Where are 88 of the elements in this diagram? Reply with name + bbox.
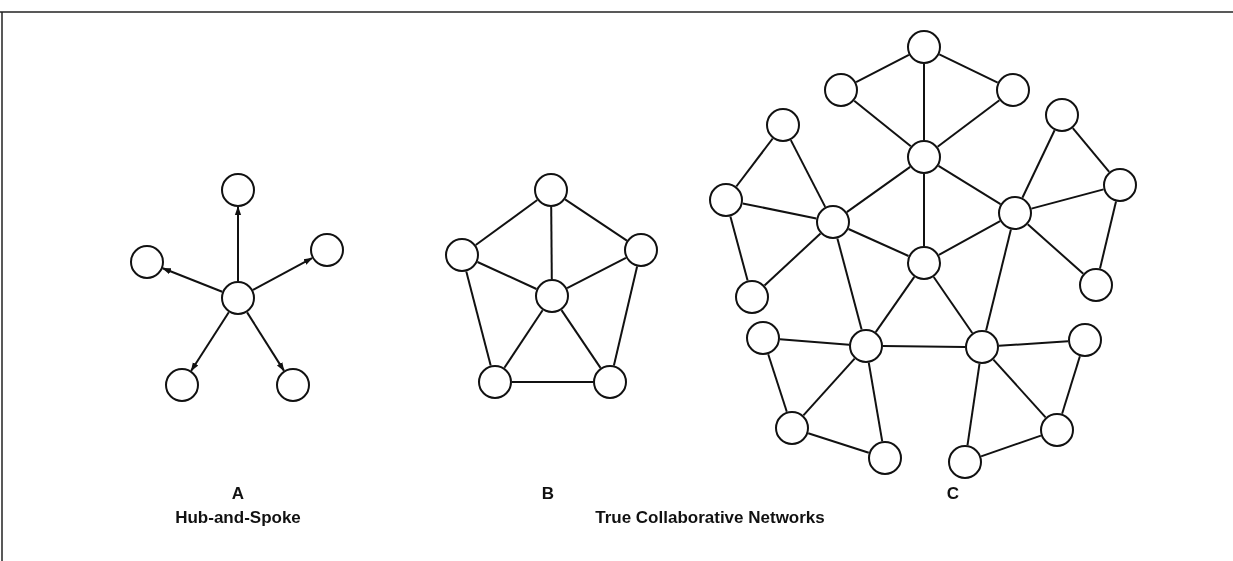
connector-line (1026, 223, 1085, 275)
network-node-circle (593, 365, 627, 399)
network-node-circle (221, 173, 255, 207)
connector-line (503, 309, 544, 369)
connector-line (992, 358, 1047, 419)
connector-line (763, 232, 822, 287)
connector-line (937, 164, 1002, 206)
network-node-circle (965, 330, 999, 364)
arrow (190, 311, 230, 372)
connector-line (735, 137, 774, 188)
network-node-circle (816, 205, 850, 239)
connector-line (612, 265, 639, 367)
network-node-circle (998, 196, 1032, 230)
network-node-circle (1040, 413, 1074, 447)
connector-line (767, 353, 788, 413)
network-node-circle (709, 183, 743, 217)
network-node-circle (1068, 323, 1102, 357)
network-node-circle (907, 140, 941, 174)
network-node-circle (1045, 98, 1079, 132)
connector-line (855, 53, 910, 84)
network-node-circle (165, 368, 199, 402)
connector-line (741, 202, 818, 220)
network-node-circle (996, 73, 1030, 107)
connector-line (465, 270, 492, 367)
connector-line (985, 228, 1012, 332)
connector-line (923, 173, 925, 247)
arrow (252, 257, 313, 291)
network-node-circle (130, 245, 164, 279)
connector-line (998, 340, 1069, 347)
connector-line (550, 206, 553, 280)
connector-line (802, 357, 856, 417)
network-node-circle (849, 329, 883, 363)
network-node-circle (735, 280, 769, 314)
connector-line (807, 432, 870, 454)
network-node-circle (746, 321, 780, 355)
figure-letter: B (541, 484, 555, 504)
network-node-circle (948, 445, 982, 479)
connector-line (511, 381, 594, 383)
connector-line (980, 434, 1042, 458)
connector-line (1030, 188, 1105, 210)
network-node-circle (907, 30, 941, 64)
arrow (234, 206, 242, 282)
network-node-circle (766, 108, 800, 142)
connector-line (853, 99, 912, 148)
connector-line (1099, 200, 1117, 270)
connector-line (560, 309, 602, 369)
connector-line (789, 139, 827, 208)
connector-line (1061, 355, 1081, 415)
connector-line (836, 237, 863, 331)
connector-line (1071, 127, 1111, 173)
arrow (246, 311, 285, 372)
connector-line (474, 199, 539, 246)
connector-line (937, 220, 1002, 256)
connector-line (476, 261, 538, 290)
connector-line (923, 63, 925, 141)
network-node-circle (276, 368, 310, 402)
figure-letter: C (946, 484, 960, 504)
network-node-circle (868, 441, 902, 475)
network-node-circle (1079, 268, 1113, 302)
connector-line (564, 198, 628, 242)
network-node-circle (624, 233, 658, 267)
network-node-circle (824, 73, 858, 107)
network-node-circle (445, 238, 479, 272)
connector-line (867, 361, 884, 443)
network-node-circle (535, 279, 569, 313)
connector-line (882, 345, 966, 348)
connector-line (874, 275, 916, 334)
connector-line (1021, 129, 1056, 199)
connector-line (845, 165, 912, 214)
figure-letter: A (231, 484, 245, 504)
connector-line (729, 215, 749, 282)
network-node-circle (534, 173, 568, 207)
network-node-circle (478, 365, 512, 399)
network-node-circle (310, 233, 344, 267)
arrow (161, 267, 224, 293)
connector-line (566, 256, 627, 290)
network-node-circle (907, 246, 941, 280)
network-node-circle (1103, 168, 1137, 202)
connector-line (966, 362, 981, 447)
connector-line (778, 338, 851, 346)
connector-line (932, 276, 974, 334)
connector-line (847, 228, 910, 257)
network-node-circle (775, 411, 809, 445)
figure-caption: Hub-and-Spoke (175, 508, 301, 528)
network-node-circle (221, 281, 255, 315)
figure-caption: True Collaborative Networks (595, 508, 825, 528)
connector-line (936, 99, 1001, 148)
connector-line (938, 53, 999, 84)
